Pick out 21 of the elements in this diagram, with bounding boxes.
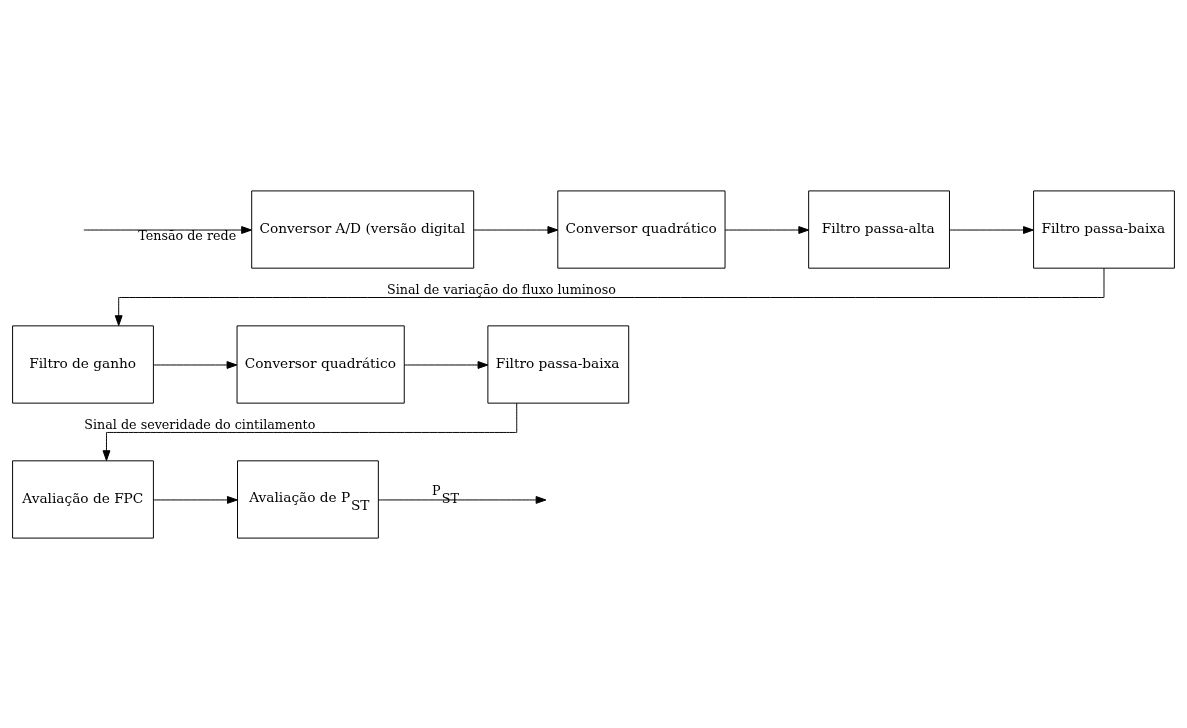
arrow — [473, 225, 559, 234]
edge-label: Sinal de variação do fluxo luminoso — [387, 281, 616, 297]
node-box: Filtro passa-baixa — [1033, 189, 1175, 269]
arrow — [403, 360, 489, 369]
node-box: Filtro passa-alta — [808, 189, 950, 269]
node-box: Filtro passa-baixa — [487, 324, 630, 404]
arrow — [102, 402, 518, 461]
node-box: Avaliação de FPC — [12, 459, 154, 539]
edge-label: Tensão de rede — [138, 227, 237, 243]
edge-label: Sinal de severidade do cintilamento — [84, 416, 316, 432]
arrow — [153, 495, 238, 504]
node-box: Conversor A/D (versão digital — [251, 189, 475, 269]
arrow — [949, 225, 1034, 234]
node-box: Filtro de ganho — [12, 324, 154, 404]
arrow — [724, 225, 810, 234]
node-box: Conversor quadrático — [236, 324, 405, 404]
arrow — [153, 360, 238, 369]
node-box: Conversor quadrático — [557, 189, 726, 269]
arrow — [83, 225, 252, 234]
arrow — [114, 267, 1105, 326]
arrow — [378, 495, 547, 504]
